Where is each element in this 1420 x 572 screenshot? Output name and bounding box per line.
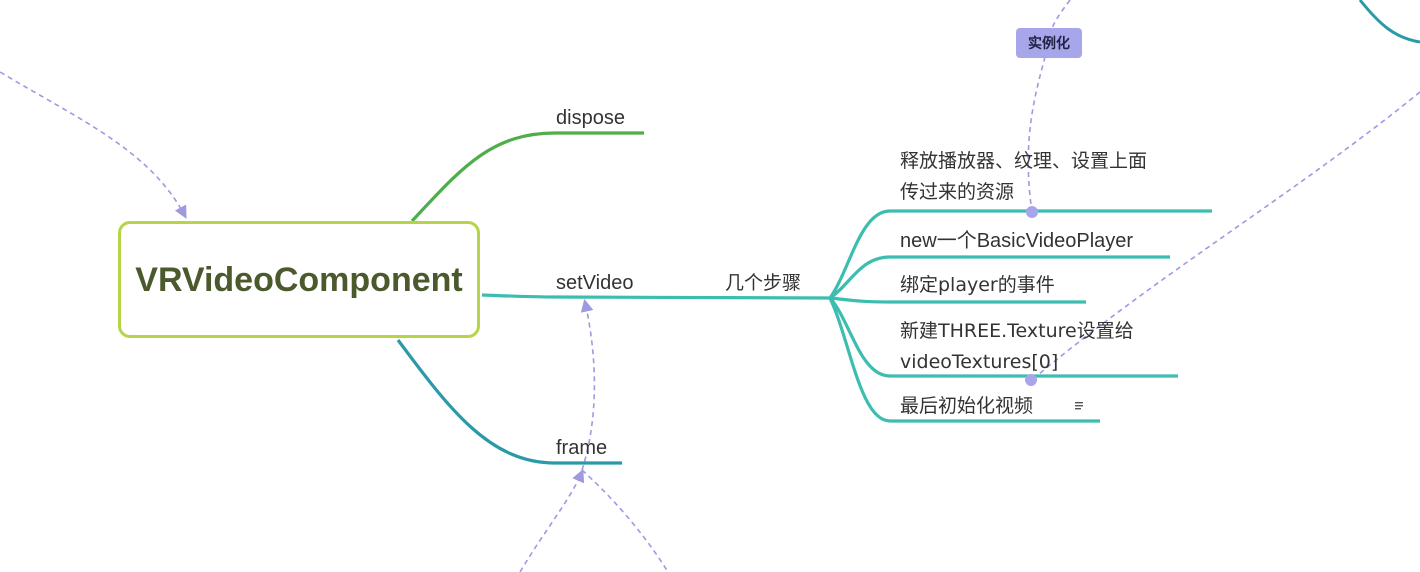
central-topic-title: VRVideoComponent (135, 260, 463, 299)
relation-line-frame-to-setvideo (580, 298, 596, 471)
branch-setvideo[interactable]: setVideo (556, 272, 634, 294)
step-item-1[interactable]: 释放播放器、纹理、设置上面 传过来的资源 (900, 146, 1220, 208)
relation-endpoint-dot[interactable] (1026, 206, 1038, 218)
central-topic[interactable]: VRVideoComponent (118, 221, 480, 338)
relation-line-bottom-left (519, 469, 585, 572)
relation-line-instantiate (1027, 0, 1071, 213)
branch-line-dispose (410, 131, 644, 223)
step-item-4-line-1: 新建THREE.Texture设置给 (900, 320, 1134, 342)
steps-group-label[interactable]: 几个步骤 (725, 272, 802, 294)
branch-line-frame (396, 339, 622, 465)
branch-line-setvideo (481, 293, 831, 300)
relation-badge[interactable]: 实例化 (1016, 28, 1082, 58)
step-line-1 (828, 209, 1212, 299)
branch-frame[interactable]: frame (556, 437, 608, 459)
step-line-5 (828, 297, 1100, 423)
step-item-3[interactable]: 绑定player的事件 (900, 274, 1055, 296)
relation-endpoint-dot[interactable] (1025, 374, 1037, 386)
step-item-1-line-1: 释放播放器、纹理、设置上面 (900, 150, 1148, 172)
step-line-2 (829, 255, 1170, 300)
step-item-5[interactable]: 最后初始化视频 (900, 395, 1034, 417)
note-icon[interactable] (1074, 400, 1086, 412)
relation-line-top-left (0, 71, 187, 219)
step-line-4 (828, 296, 1178, 378)
relation-line-bottom-right (581, 469, 669, 572)
step-item-4-line-2: videoTextures[0] (900, 351, 1059, 373)
relation-line-diagonal (1031, 91, 1420, 381)
step-item-1-line-2: 传过来的资源 (900, 181, 1015, 203)
branch-dispose[interactable]: dispose (556, 107, 625, 129)
step-line-3 (829, 296, 1086, 304)
relation-line-top-right-arc (1358, 0, 1420, 44)
step-item-4[interactable]: 新建THREE.Texture设置给 videoTextures[0] (900, 316, 1220, 378)
step-item-2[interactable]: new一个BasicVideoPlayer (900, 230, 1134, 252)
